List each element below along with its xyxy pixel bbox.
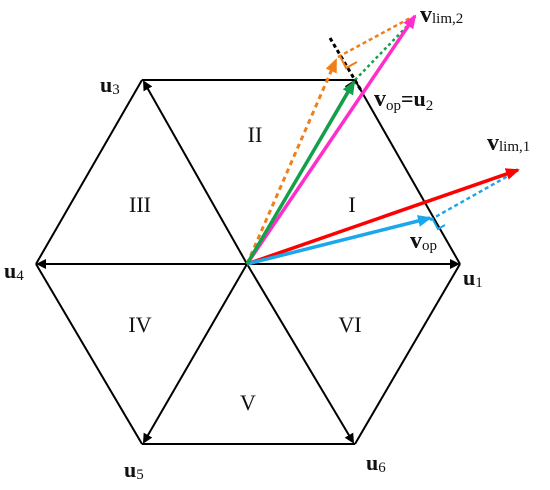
vector-vop-u2-arrow: [245, 80, 356, 265]
vector-vop-arrow: [246, 215, 432, 266]
vop-dashed-extension: [429, 170, 516, 222]
vector-u3-arrow: [143, 80, 248, 265]
label-u4: u4: [4, 258, 24, 284]
label-vlim2: vlim,2: [420, 2, 463, 28]
black-dotted-limit-line: [328, 37, 364, 93]
vector-u6-arrow: [246, 263, 355, 444]
sector-label-I: I: [348, 192, 355, 217]
hexagon-outline: [35, 79, 461, 445]
orange-right-angle-marker: [339, 55, 358, 70]
label-vlim1: vlim,1: [487, 130, 530, 156]
vector-vlim1-arrow: [246, 168, 520, 266]
vop-right-angle-marker: [431, 217, 446, 231]
sector-label-IV: IV: [128, 312, 151, 337]
orange-dashed-vector: [245, 58, 338, 265]
label-u3: u3: [100, 72, 120, 98]
hex-edge-upper-left: [35, 79, 143, 265]
sector-label-III: III: [129, 192, 151, 217]
label-u1: u1: [463, 265, 483, 291]
vector-vlim2-arrow: [245, 14, 417, 265]
orange-dashed-link: [337, 15, 413, 59]
hex-edge-upper-right: [354, 79, 461, 265]
label-u2: vop=u2: [374, 86, 433, 114]
hex-edge-lower-right: [354, 263, 461, 445]
label-vop: vop: [410, 228, 437, 254]
green-dotted-link: [354, 19, 414, 81]
label-u5: u5: [124, 457, 144, 483]
sector-label-II: II: [248, 122, 263, 147]
basic-vectors: [36, 80, 460, 444]
hex-edge-lower-left: [35, 263, 143, 445]
sector-label-V: V: [240, 390, 256, 415]
vector-u5-arrow: [142, 263, 248, 444]
sector-label-VI: VI: [338, 312, 361, 337]
label-u6: u6: [366, 450, 386, 476]
